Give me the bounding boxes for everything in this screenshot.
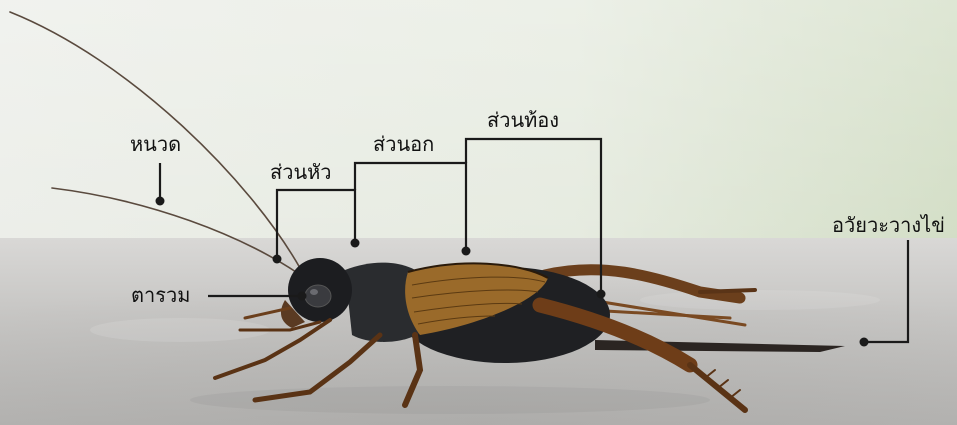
callout-line-ovipositor (865, 240, 908, 342)
label-antenna: หนวด (130, 134, 181, 154)
callout-line-thorax (355, 163, 466, 250)
label-head: ส่วนหัว (270, 162, 332, 182)
callout-line-head (277, 190, 355, 258)
callout-dot-eye (298, 292, 307, 301)
callout-dot-head (273, 255, 282, 264)
label-abdomen: ส่วนท้อง (487, 110, 559, 130)
label-ovipositor: อวัยวะวางไข่ (832, 215, 945, 235)
callout-dot-ovipositor (860, 338, 869, 347)
callout-dot-antenna (156, 197, 165, 206)
callout-dot-abdomen (462, 247, 471, 256)
label-compound-eye: ตารวม (131, 285, 190, 305)
callout-line-abdomen (466, 139, 601, 294)
callout-dot-ovipositor-abdomen (597, 290, 606, 299)
label-thorax: ส่วนอก (373, 134, 434, 154)
callout-dot-thorax (351, 239, 360, 248)
